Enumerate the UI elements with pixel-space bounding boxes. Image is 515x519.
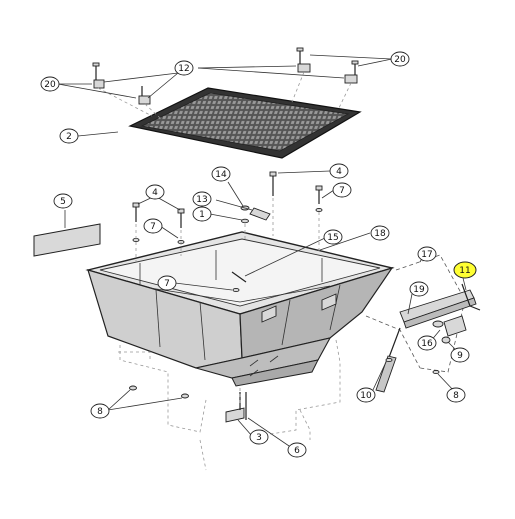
callout-label: 15 [327,233,338,243]
callout-17: 17 [417,246,437,262]
callout-4a: 4 [329,163,349,179]
callout-8b: 8 [90,403,110,419]
bolts-right [269,171,323,252]
callout-label: 14 [215,170,227,180]
callout-label: 12 [178,64,189,74]
callout-label: 5 [60,197,66,207]
callout-10: 10 [356,387,376,403]
clip-right-2 [344,60,359,84]
callout-7c: 7 [157,275,177,291]
callout-label: 7 [339,186,345,196]
grate-screen [128,87,362,159]
callout-20a: 20 [40,76,60,92]
callout-16: 16 [417,335,437,351]
callout-9: 9 [450,347,470,363]
callout-label: 8 [453,391,459,401]
callout-label: 20 [394,55,406,65]
callout-label: 3 [256,433,262,443]
pin-15 [231,271,247,293]
hopper-body [85,231,395,387]
callout-1: 1 [192,206,212,222]
callout-label: 16 [421,339,433,349]
bottom-parts [129,385,247,423]
callout-8a: 8 [446,387,466,403]
clip-left-2 [138,86,151,105]
callout-label: 18 [374,229,386,239]
callout-label: 6 [294,446,300,456]
callout-2: 2 [59,128,79,144]
clip-right [296,47,311,73]
callout-label: 7 [164,279,170,289]
clip-left [92,62,105,89]
callout-label: 1 [199,210,205,220]
callout-12: 12 [174,60,194,76]
callout-4b: 4 [145,184,165,200]
callout-label: 17 [421,250,432,260]
callout-14: 14 [211,166,231,182]
callout-11: 11 [453,261,477,279]
callout-6: 6 [287,442,307,458]
callout-label: 2 [66,132,72,142]
callout-label: 4 [336,167,342,177]
callout-15: 15 [323,229,343,245]
callout-5: 5 [53,193,73,209]
callout-label: 8 [97,407,103,417]
callout-label: 9 [457,351,463,361]
callout-7a: 7 [332,182,352,198]
callout-label: 10 [360,391,372,401]
callout-19: 19 [409,281,429,297]
callout-label: 4 [152,188,158,198]
callout-label: 19 [413,285,425,295]
callout-3: 3 [249,429,269,445]
callout-18: 18 [370,225,390,241]
callout-7b: 7 [143,218,163,234]
callout-label: 13 [196,195,207,205]
arm-assembly [375,283,481,393]
side-plate [33,223,101,257]
leader-lines [57,54,467,449]
callout-label: 20 [44,80,56,90]
callout-13: 13 [192,191,212,207]
callout-label: 7 [150,222,156,232]
callout-20b: 20 [390,51,410,67]
bolts-left [132,202,185,262]
callout-label: 11 [459,266,470,276]
